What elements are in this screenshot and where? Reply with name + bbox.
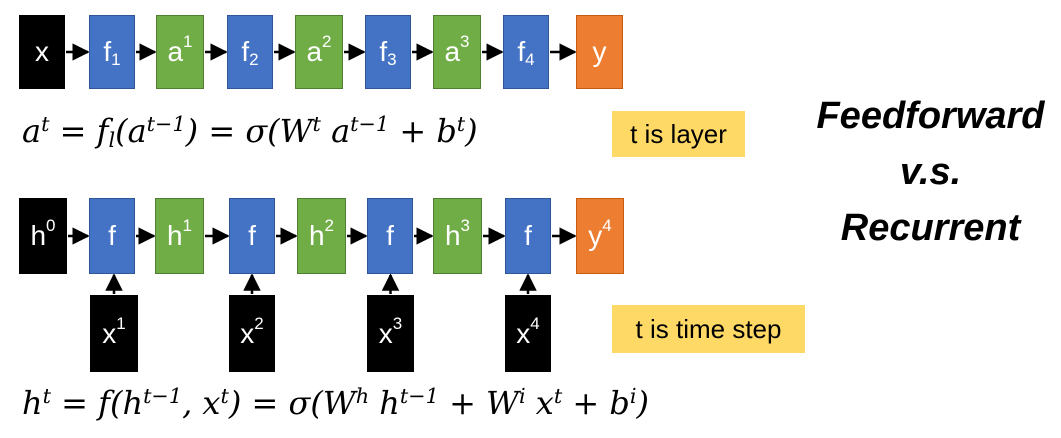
- rnn-input-0-label: x: [102, 317, 117, 349]
- rnn-node-5-label: f: [386, 220, 394, 251]
- rnn-node-8-sup: 4: [602, 216, 612, 235]
- ff-node-output: y: [576, 15, 623, 89]
- rnn-node-f-1: f: [89, 198, 135, 274]
- ff-node-1-label: f: [103, 36, 112, 67]
- rnn-node-0-label: h: [30, 220, 47, 251]
- rnn-node-1-label: f: [108, 220, 116, 251]
- ff-node-5-sub: 3: [387, 50, 397, 69]
- rnn-input-1-label: x: [240, 317, 255, 349]
- rnn-node-7-label: f: [524, 220, 532, 251]
- rnn-node-6-sup: 3: [460, 216, 471, 235]
- ff-node-7-label: f: [517, 36, 526, 67]
- ff-node-7-sub: 4: [525, 50, 535, 69]
- ff-node-input: x: [19, 15, 65, 89]
- ff-node-6-label: a: [444, 36, 461, 67]
- rnn-node-6-label: h: [444, 220, 461, 251]
- ff-node-5-label: f: [379, 36, 388, 67]
- rnn-node-2-sup: 1: [182, 216, 193, 235]
- ff-node-2-label: a: [167, 36, 184, 67]
- rnn-input-3-sup: 4: [530, 313, 540, 333]
- ff-node-3-label: f: [241, 36, 250, 67]
- note-t-is-time-step-text: t is time step: [635, 313, 782, 344]
- ff-node-1-sub: 1: [111, 50, 121, 69]
- rnn-input-0-sup: 1: [116, 313, 126, 333]
- slide-title: Feedforward v.s. Recurrent: [800, 88, 1061, 256]
- recurrent-equation: ht = f(ht−1, xt) = σ(Wh ht−1 + Wi xt + b…: [22, 383, 649, 422]
- rnn-input-3-label: x: [516, 317, 531, 349]
- feedforward-equation: at = fl(at−1) = σ(Wt at−1 + bt): [22, 111, 478, 153]
- rnn-node-f-3: f: [367, 198, 413, 274]
- title-line-vs: v.s.: [899, 151, 962, 193]
- rnn-node-3-label: f: [248, 220, 256, 251]
- rnn-input-1-sup: 2: [254, 313, 264, 333]
- rnn-input-2-sup: 3: [392, 313, 403, 333]
- ff-node-4-sup: 2: [322, 32, 332, 51]
- ff-node-4-label: a: [306, 36, 323, 67]
- note-t-is-layer: t is layer: [612, 111, 745, 157]
- rnn-node-2-label: h: [166, 220, 183, 251]
- ff-node-6-sup: 3: [460, 32, 470, 51]
- ff-node-3-sub: 2: [249, 50, 259, 69]
- rnn-node-f-4: f: [505, 198, 551, 274]
- note-t-is-time-step: t is time step: [612, 305, 805, 353]
- ff-node-2-sup: 1: [183, 32, 193, 51]
- note-t-is-layer-text: t is layer: [630, 118, 727, 149]
- rnn-node-8-label: y: [588, 220, 603, 251]
- rnn-node-4-label: h: [308, 220, 325, 251]
- title-line-feedforward: Feedforward: [816, 95, 1045, 137]
- rnn-input-2-label: x: [378, 317, 393, 349]
- rnn-node-f-2: f: [229, 198, 275, 274]
- ff-node-0-label: x: [35, 36, 49, 67]
- title-line-recurrent: Recurrent: [840, 207, 1021, 249]
- rnn-node-4-sup: 2: [324, 216, 335, 235]
- rnn-node-0-sup: 0: [46, 216, 56, 235]
- ff-node-8-label: y: [592, 36, 607, 67]
